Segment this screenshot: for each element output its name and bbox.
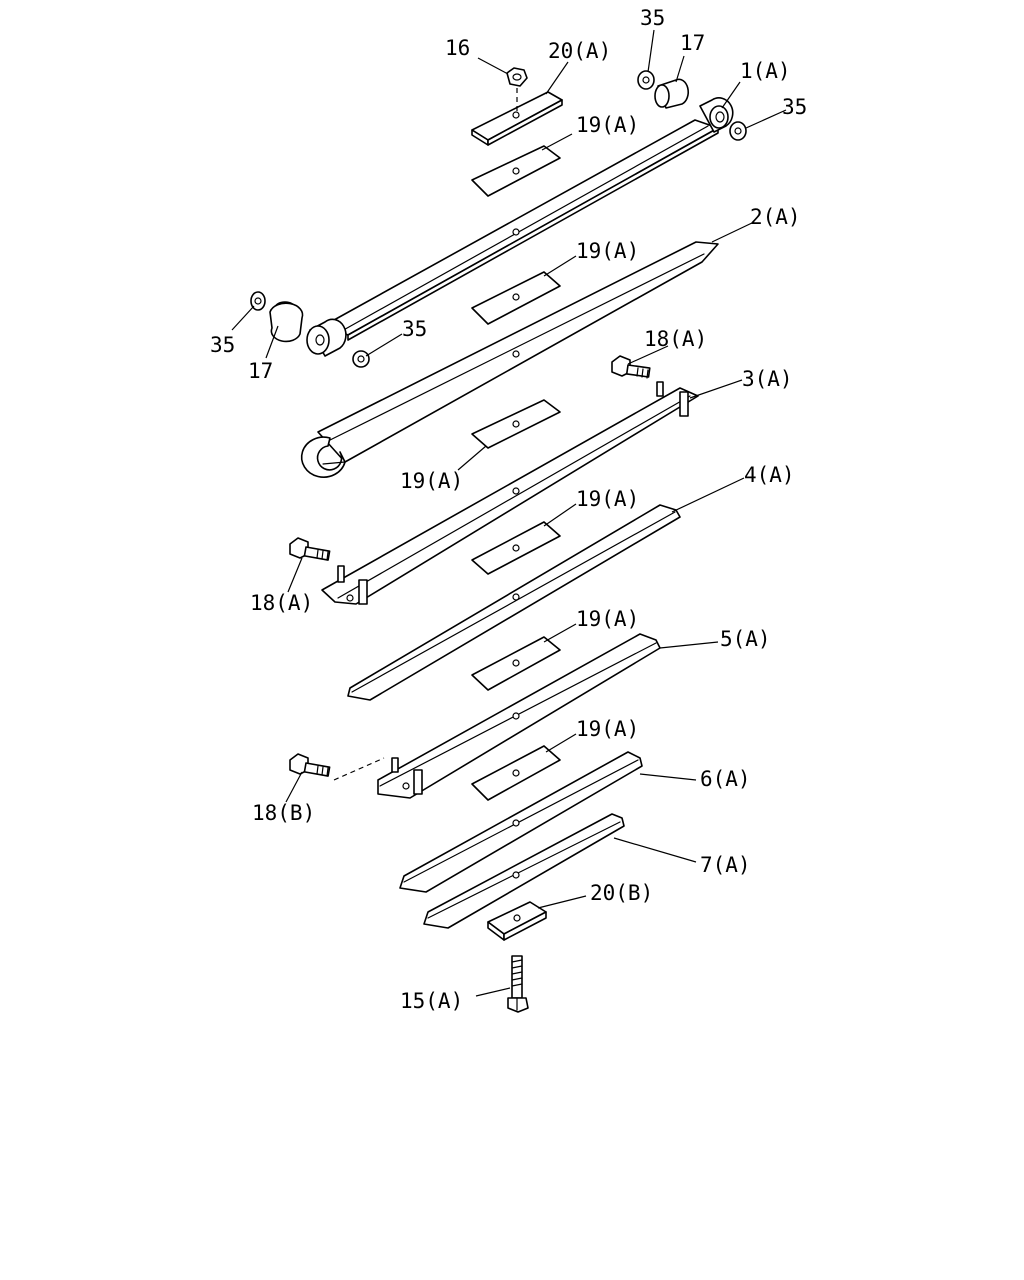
callout-19a-5: 19(A): [576, 607, 639, 631]
callout-3a: 3(A): [742, 367, 793, 391]
center-bolt-15a: [507, 955, 529, 1013]
callout-35-mid: 35: [402, 317, 427, 341]
leaf-1a-front-eye: [699, 97, 734, 133]
leaf-7a: [423, 813, 625, 929]
callout-labels: 16 20(A) 35 17 1(A) 35 19(A) 2(A) 19(A) …: [210, 6, 807, 1013]
callout-19a-6: 19(A): [576, 717, 639, 741]
leaf-6a: [399, 751, 643, 893]
leaf-2a: [300, 241, 719, 478]
leaf-2a-wrapper-eye: [300, 436, 346, 478]
callout-19a-1: 19(A): [576, 113, 639, 137]
washer-35-mid: [352, 350, 370, 368]
callout-18a-top: 18(A): [644, 327, 707, 351]
plate-20a: [471, 91, 563, 146]
leader-lines: [231, 29, 787, 997]
clip-bolt-18a-left: [289, 537, 331, 561]
callout-4a: 4(A): [744, 463, 795, 487]
pad-19a-6: [471, 745, 561, 801]
callout-15a: 15(A): [400, 989, 463, 1013]
callout-19a-4: 19(A): [576, 487, 639, 511]
callout-19a-3: 19(A): [400, 469, 463, 493]
callout-35-right: 35: [782, 95, 807, 119]
nut-16: [506, 67, 528, 112]
callout-20b: 20(B): [590, 881, 653, 905]
plate-20b: [487, 901, 547, 941]
leaf-1a-rear-eye: [306, 318, 347, 357]
callout-20a: 20(A): [548, 39, 611, 63]
bushing-17-left: [269, 301, 304, 343]
callout-17-left: 17: [248, 359, 273, 383]
clip-bolt-18b: [289, 753, 385, 781]
callout-35-top: 35: [640, 6, 665, 30]
callout-7a: 7(A): [700, 853, 751, 877]
leaf-1a: [306, 97, 734, 357]
pad-19a-1: [471, 145, 561, 197]
callout-5a: 5(A): [720, 627, 771, 651]
bushing-17-top: [654, 78, 689, 109]
callout-1a: 1(A): [740, 59, 791, 83]
washer-35-top: [637, 70, 655, 90]
washer-35-left: [250, 291, 266, 311]
callout-18b: 18(B): [252, 801, 315, 825]
callout-17-top: 17: [680, 31, 705, 55]
callout-16: 16: [445, 36, 470, 60]
callout-2a: 2(A): [750, 205, 801, 229]
callout-6a: 6(A): [700, 767, 751, 791]
washer-35-right: [729, 121, 747, 141]
pad-19a-5: [471, 636, 561, 691]
pad-19a-2: [471, 271, 561, 325]
pad-19a-4: [471, 521, 561, 575]
callout-35-left: 35: [210, 333, 235, 357]
leaf-3a-clip-front: [656, 381, 689, 417]
callout-19a-2: 19(A): [576, 239, 639, 263]
leaf-3a: [321, 381, 699, 605]
leaf-3a-clip-rear: [337, 565, 368, 605]
clip-bolt-18a-top: [611, 355, 651, 379]
leaf-5a-clip: [391, 757, 423, 795]
pad-19a-3: [471, 399, 561, 449]
callout-18a-left: 18(A): [250, 591, 313, 615]
leaf-4a: [347, 504, 681, 701]
